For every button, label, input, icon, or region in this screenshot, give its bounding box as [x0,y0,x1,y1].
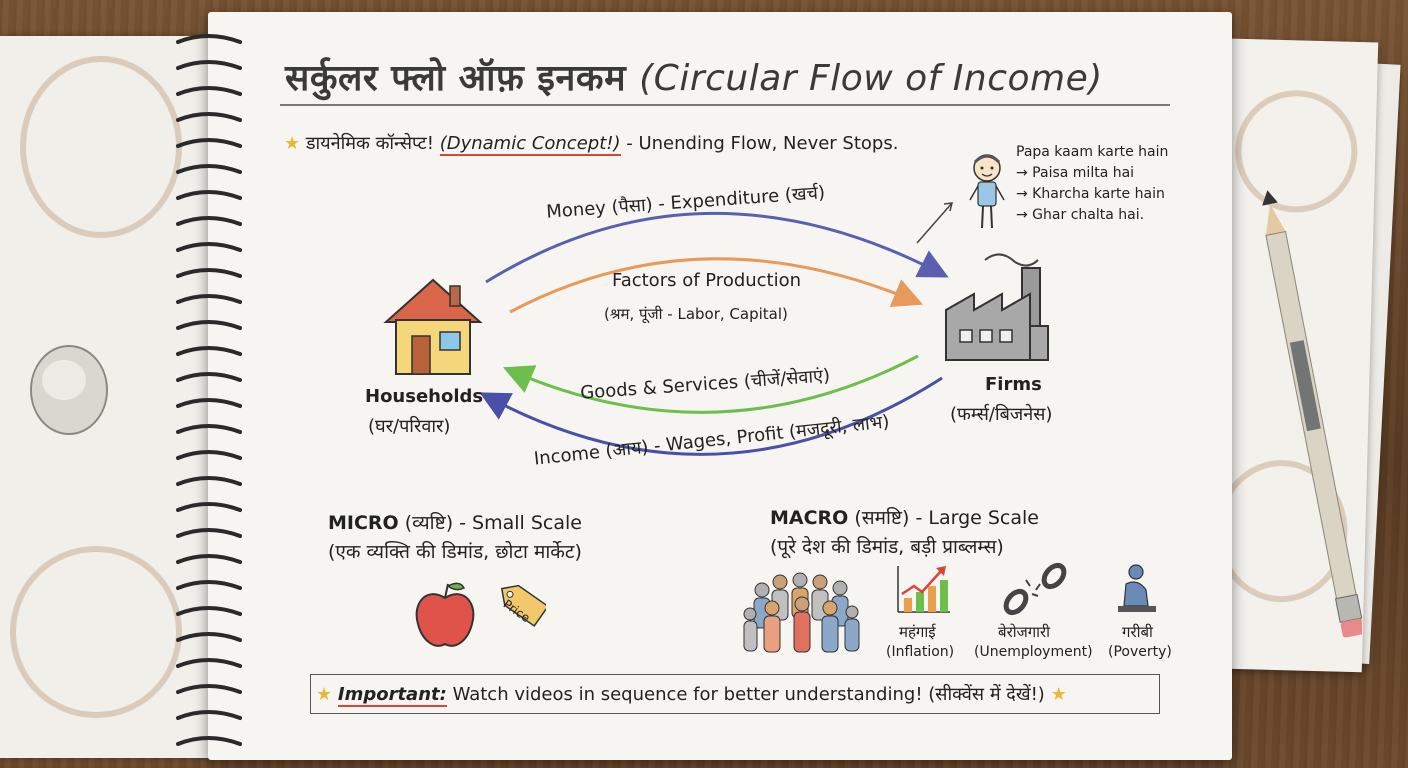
star-icon: ★ [284,133,301,154]
spiral-binding [176,34,242,746]
income-arrow [479,376,943,456]
subtitle-hindi: डायनेमिक कॉन्सेप्ट! [305,133,434,154]
poverty-english: (Poverty) [1108,644,1172,660]
note-line: → Paisa milta hai [1016,165,1135,181]
broken-chain-icon [1003,562,1067,616]
notebook-page [208,12,1232,760]
macro-rest: (समष्टि) - Large Scale [854,507,1039,529]
firms-hindi: (फर्म्स/बिजनेस) [950,404,1053,425]
factors-label: Factors of Production [612,270,802,291]
person-icon [916,154,1005,244]
inflation-hindi: महंगाई [899,623,936,641]
households-label: Households [365,386,484,407]
micro-rest: (व्यष्टि) - Small Scale [404,512,582,534]
inflation-english: (Inflation) [886,644,955,660]
title-hindi: सर्कुलर फ्लो ऑफ़ इनकम [285,58,627,99]
title-underline [280,104,1170,106]
macro-heading: MACRO (समष्टि) - Large Scale [770,504,1039,530]
star-icon: ★ [1050,684,1067,705]
households-hindi: (घर/परिवार) [368,416,451,437]
factors-sublabel: (श्रम, पूंजी - Labor, Capital) [604,305,788,323]
pencil-icon [1262,190,1362,638]
subtitle-english: (Dynamic Concept!) [439,133,621,156]
note-line: → Ghar chalta hai. [1016,207,1145,223]
note-line: → Kharcha karte hain [1016,186,1165,202]
important-text: Watch videos in sequence for better unde… [452,684,1045,705]
house-icon [383,278,483,375]
important-note: ★ Important: Watch videos in sequence fo… [316,682,1067,707]
micro-sub: (एक व्यक्ति की डिमांड, छोटा मार्केट) [328,541,582,563]
unemployment-hindi: बेरोजगारी [998,623,1051,641]
macro-title: MACRO [770,507,849,529]
star-icon: ★ [316,684,333,705]
price-tag: Price [488,584,546,632]
poverty-hindi: गरीबी [1122,623,1153,641]
goods-arrow [502,354,919,414]
firms-label: Firms [985,374,1042,395]
poverty-person-icon [1118,564,1156,612]
factors-arrow [509,257,924,314]
factory-icon [945,253,1049,361]
unemployment-english: (Unemployment) [974,644,1093,660]
apple-icon [415,582,475,647]
note-text: Papa kaam karte hain → Paisa milta hai →… [1016,142,1168,226]
inflation-chart-icon [897,566,950,613]
micro-heading: MICRO (व्यष्टि) - Small Scale [328,509,582,535]
note-line: Papa kaam karte hain [1016,144,1169,160]
eraser-icon [30,345,108,435]
subtitle: ★ डायनेमिक कॉन्सेप्ट! (Dynamic Concept!)… [284,131,899,156]
title-english: (Circular Flow of Income) [639,58,1103,99]
crowd-icon [743,572,860,653]
money-arrow [485,211,949,284]
micro-title: MICRO [328,512,399,534]
important-box [310,674,1160,714]
page-title: सर्कुलर फ्लो ऑफ़ इनकम (Circular Flow of … [285,52,1103,101]
important-label: Important: [337,684,447,707]
tag-icon [500,584,546,627]
macro-sub: (पूरे देश की डिमांड, बड़ी प्राब्लम्स) [770,536,1004,558]
subtitle-rest: - Unending Flow, Never Stops. [626,133,899,154]
coffee-stain [10,546,182,718]
